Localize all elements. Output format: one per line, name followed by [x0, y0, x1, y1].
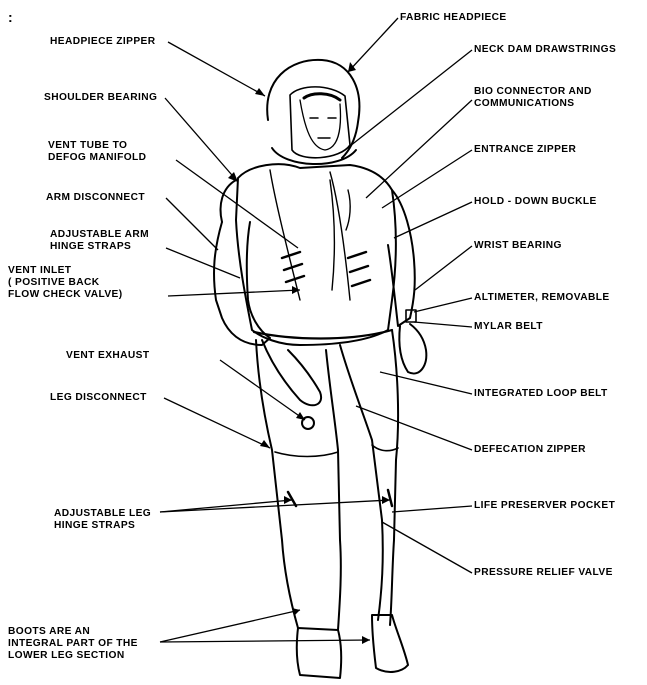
label-line: ARM DISCONNECT — [46, 192, 145, 204]
label-line: COMMUNICATIONS — [474, 98, 592, 110]
right-leg — [340, 345, 383, 620]
label-line: BIO CONNECTOR AND — [474, 86, 592, 98]
left-arm — [214, 222, 270, 345]
label-altimeter: ALTIMETER, REMOVABLE — [474, 292, 610, 304]
label-leg-disconnect: LEG DISCONNECT — [50, 392, 147, 404]
label-line: HOLD - DOWN BUCKLE — [474, 196, 597, 208]
label-fabric-headpiece: FABRIC HEADPIECE — [400, 12, 507, 24]
corner-mark: : — [8, 12, 13, 22]
label-line: FLOW CHECK VALVE) — [8, 289, 123, 301]
label-line: INTEGRATED LOOP BELT — [474, 388, 608, 400]
label-line: HINGE STRAPS — [54, 520, 151, 532]
label-line: PRESSURE RELIEF VALVE — [474, 567, 613, 579]
label-wrist-bearing: WRIST BEARING — [474, 240, 562, 252]
label-line: SHOULDER BEARING — [44, 92, 157, 104]
label-headpiece-zipper: HEADPIECE ZIPPER — [50, 36, 155, 48]
chest-vest — [270, 170, 350, 300]
label-line: NECK DAM DRAWSTRINGS — [474, 44, 616, 56]
label-line: ( POSITIVE BACK — [8, 277, 123, 289]
left-leg — [256, 340, 298, 628]
helmet-visor — [290, 87, 350, 158]
label-integrated-loop-belt: INTEGRATED LOOP BELT — [474, 388, 608, 400]
label-line: HEADPIECE ZIPPER — [50, 36, 155, 48]
label-line: ADJUSTABLE ARM — [50, 229, 149, 241]
label-line: MYLAR BELT — [474, 321, 543, 333]
label-hold-down-buckle: HOLD - DOWN BUCKLE — [474, 196, 597, 208]
label-mylar-belt: MYLAR BELT — [474, 321, 543, 333]
label-line: VENT TUBE TO — [48, 140, 146, 152]
label-life-preserver-pocket: LIFE PRESERVER POCKET — [474, 500, 615, 512]
left-boot — [297, 628, 342, 678]
label-line: VENT EXHAUST — [66, 350, 149, 362]
label-shoulder-bearing: SHOULDER BEARING — [44, 92, 157, 104]
label-line: ENTRANCE ZIPPER — [474, 144, 576, 156]
label-arm-disconnect: ARM DISCONNECT — [46, 192, 145, 204]
label-line: VENT INLET — [8, 265, 123, 277]
label-defecation-zipper: DEFECATION ZIPPER — [474, 444, 586, 456]
label-line: DEFOG MANIFOLD — [48, 152, 146, 164]
label-line: HINGE STRAPS — [50, 241, 149, 253]
label-neck-dam-drawstrings: NECK DAM DRAWSTRINGS — [474, 44, 616, 56]
label-line: LOWER LEG SECTION — [8, 650, 138, 662]
label-line: ADJUSTABLE LEG — [54, 508, 151, 520]
label-line: WRIST BEARING — [474, 240, 562, 252]
label-line: BOOTS ARE AN — [8, 626, 138, 638]
label-line: DEFECATION ZIPPER — [474, 444, 586, 456]
label-line: LIFE PRESERVER POCKET — [474, 500, 615, 512]
label-line: LEG DISCONNECT — [50, 392, 147, 404]
torso-outline — [236, 164, 396, 345]
right-glove — [399, 324, 426, 373]
label-pressure-relief-valve: PRESSURE RELIEF VALVE — [474, 567, 613, 579]
label-line: INTEGRAL PART OF THE — [8, 638, 138, 650]
label-vent-exhaust: VENT EXHAUST — [66, 350, 149, 362]
label-line: FABRIC HEADPIECE — [400, 12, 507, 24]
label-line: ALTIMETER, REMOVABLE — [474, 292, 610, 304]
label-entrance-zipper: ENTRANCE ZIPPER — [474, 144, 576, 156]
face — [300, 100, 340, 150]
